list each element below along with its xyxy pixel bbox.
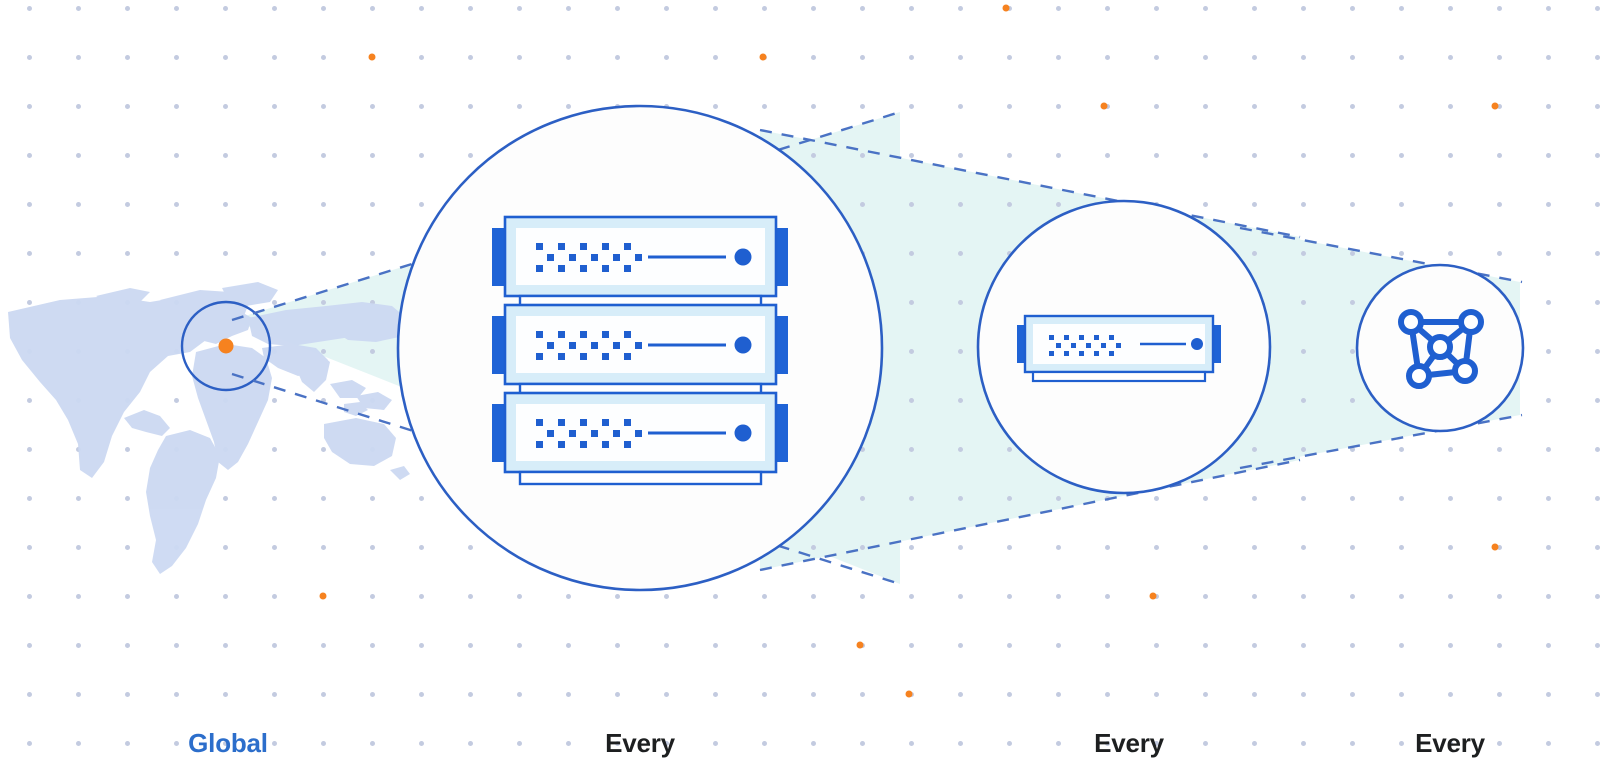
label-line-1: Every: [1415, 728, 1485, 758]
funnel-line-bottom-1: [231, 372, 901, 586]
funnel-dashed-lines: [231, 110, 1523, 586]
accent-dot-group: [319, 4, 1499, 698]
server-dot-matrix: [536, 243, 642, 272]
label-line-1: Every: [605, 728, 675, 758]
server-dot-matrix: [1049, 335, 1121, 356]
accent-dot: [1100, 102, 1108, 110]
server-dot-matrix: [536, 331, 642, 360]
label-every-server: Every server: [979, 668, 1279, 782]
world-map-icon: [8, 282, 430, 574]
rack-base-plate: [518, 470, 763, 486]
server-unit: [492, 303, 788, 386]
accent-dot: [1491, 543, 1499, 551]
label-every-data-center: Every data center: [470, 668, 810, 782]
accent-dot: [1002, 4, 1010, 12]
mesh-node: [1452, 358, 1478, 384]
mesh-node: [1458, 309, 1484, 335]
accent-dot: [856, 641, 864, 649]
label-line-1: Every: [1094, 728, 1164, 758]
funnel-line-top-3: [1239, 226, 1523, 284]
accent-dot: [1149, 592, 1157, 600]
mesh-node: [1398, 309, 1424, 335]
mesh-node: [1406, 363, 1432, 389]
funnel-line-top-1: [231, 110, 901, 322]
server-led: [734, 336, 752, 354]
server-unit: [492, 215, 788, 298]
accent-dot: [368, 53, 376, 61]
server-led: [734, 248, 752, 266]
label-line-1: Global: [188, 728, 268, 758]
label-global-network: Global network: [78, 668, 378, 782]
label-every-service: Every service: [1300, 668, 1600, 782]
server-dot-matrix: [536, 419, 642, 448]
network-mesh-icon: [1398, 309, 1484, 389]
map-location-marker: [218, 338, 234, 354]
server-rack-icon: [492, 215, 788, 486]
accent-dot: [319, 592, 327, 600]
server-base-plate: [1031, 370, 1207, 383]
server-led: [1191, 338, 1203, 350]
funnel-line-top-2: [759, 128, 1301, 239]
server-unit: [492, 391, 788, 474]
map-highlight-circle: [180, 300, 272, 392]
accent-dot: [759, 53, 767, 61]
accent-dot: [1491, 102, 1499, 110]
accent-dot: [905, 690, 913, 698]
single-server-icon: [1017, 314, 1221, 383]
server-led: [734, 424, 752, 442]
funnel-line-bottom-2: [759, 458, 1301, 572]
funnel-line-bottom-3: [1239, 413, 1523, 470]
mesh-node-center: [1427, 334, 1453, 360]
